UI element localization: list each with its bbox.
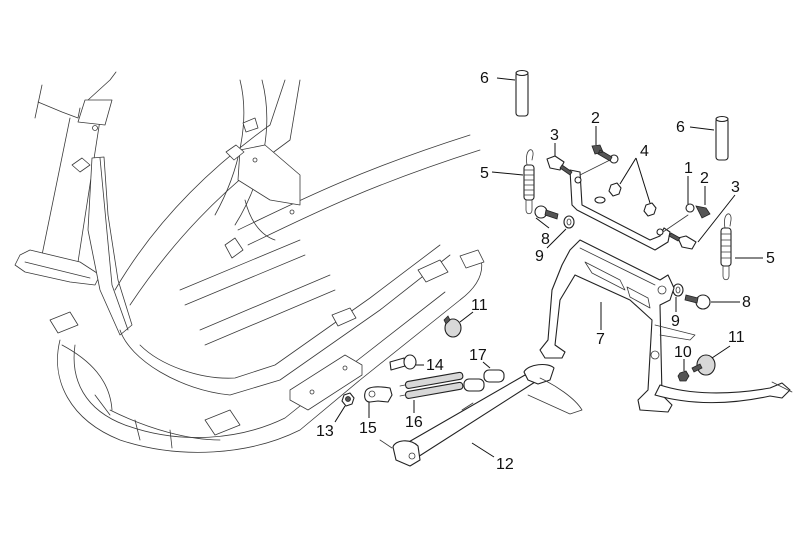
callout-3: 3 xyxy=(550,127,559,144)
callout-labels: 6 6 2 2 3 3 4 1 5 5 8 8 9 9 7 10 11 11 1… xyxy=(316,70,775,473)
callout-14: 14 xyxy=(426,357,444,374)
callout-9: 9 xyxy=(535,248,544,265)
pivot-bolt-icon xyxy=(389,354,417,371)
callout-11: 11 xyxy=(471,297,488,314)
spacer-screw-icon xyxy=(677,235,697,250)
callout-12: 12 xyxy=(496,456,514,473)
nut-icon xyxy=(643,202,657,217)
callout-5: 5 xyxy=(766,250,775,267)
rubber-stop-icon xyxy=(443,315,462,338)
washer-icon xyxy=(672,283,684,297)
callout-6: 6 xyxy=(480,70,489,87)
bolt-icon xyxy=(591,144,613,162)
callout-15: 15 xyxy=(359,420,377,437)
callout-2: 2 xyxy=(700,170,709,187)
leader-lines xyxy=(334,77,763,458)
callout-3: 3 xyxy=(731,179,740,196)
callout-8: 8 xyxy=(742,294,751,311)
spring-icon xyxy=(523,149,535,215)
pivot-bolt-icon xyxy=(534,205,559,220)
callout-17: 17 xyxy=(469,347,487,364)
pin-icon xyxy=(515,69,529,117)
callout-4: 4 xyxy=(640,143,649,160)
scooter-frame xyxy=(14,71,485,453)
center-stand-assembly xyxy=(515,69,793,413)
callout-8: 8 xyxy=(541,231,550,248)
callout-7: 7 xyxy=(596,331,605,348)
pin-icon xyxy=(715,115,729,161)
spring-icon xyxy=(720,213,732,281)
nut-icon xyxy=(608,182,622,197)
side-stand-springs-icon xyxy=(399,371,464,399)
bolt-icon xyxy=(695,205,711,219)
callout-6: 6 xyxy=(676,119,685,136)
pivot-bolt-icon xyxy=(684,294,711,310)
callout-10: 10 xyxy=(674,344,692,361)
side-stand-assembly xyxy=(341,315,583,467)
washer-icon xyxy=(563,215,575,229)
small-nut-icon xyxy=(677,370,690,382)
callout-2: 2 xyxy=(591,110,600,127)
callout-11: 11 xyxy=(728,329,745,346)
callout-13: 13 xyxy=(316,423,334,440)
side-stand xyxy=(379,363,583,467)
callout-16: 16 xyxy=(405,414,423,431)
rubber-stop-icon xyxy=(691,354,716,376)
callout-5: 5 xyxy=(480,165,489,182)
callout-1: 1 xyxy=(684,160,693,177)
center-stand xyxy=(539,239,793,413)
sleeve-icon xyxy=(463,369,505,392)
callout-9: 9 xyxy=(671,313,680,330)
